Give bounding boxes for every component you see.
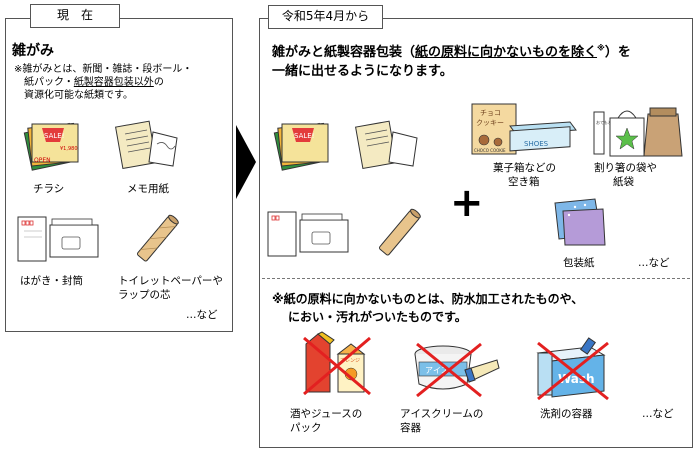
toilet-label-line2: ラップの芯 [118, 289, 171, 301]
right-postcard-illustration [267, 211, 349, 257]
chopsticks-text: おてもと [596, 119, 612, 125]
cross-line-b [303, 336, 371, 396]
unsuitable-note-line2: におい・汚れがついたものです。 [288, 310, 467, 324]
transition-arrow-icon [236, 125, 256, 199]
bag-label-line2: 紙袋 [613, 176, 634, 188]
toilet-core-illustration [137, 214, 179, 262]
note-part-a: 紙パック・ [24, 77, 74, 88]
postcard-illustration [17, 216, 99, 262]
choco-brand: CHOCO COOKIE [474, 148, 506, 153]
current-panel [5, 18, 233, 332]
shoes-text: SHOES [524, 140, 549, 148]
current-tab-label: 現 在 [56, 8, 93, 22]
sale-burst [42, 128, 64, 142]
unsuitable-note-line1: ※紙の原料に向かないものとは、防水加工されたものや、 [272, 292, 584, 306]
detergent-label: 洗剤の容器 [540, 408, 593, 420]
postcard-label: はがき・封筒 [20, 275, 83, 287]
wrapping-paper-illustration [554, 198, 606, 246]
zatsugami-title: 雑がみ [12, 43, 54, 59]
juice-text: オレンジ [340, 358, 360, 364]
flyer-sale-text: SALE! [44, 132, 65, 140]
future-headline-line1: 雑がみと紙製容器包装（紙の原料に向かないものを除く※）を [272, 41, 631, 60]
zatsugami-note-line2: 紙パック・紙製容器包装以外の [24, 76, 164, 89]
ice-text: アイス [425, 366, 449, 375]
juice-label-line1: 酒やジュースの [290, 408, 363, 420]
future-tab: 令和5年4月から [268, 5, 383, 29]
note-part-b-underlined: 紙製容器包装以外 [73, 77, 154, 88]
zatsugami-note-line1: ※雑がみとは、新聞・雑誌・段ボール・ [14, 64, 193, 75]
future-headline-line2: 一緒に出せるようになります。 [272, 64, 453, 79]
wrap-label: 包装紙 [563, 257, 595, 269]
right-etc-2: …など [642, 408, 674, 420]
flyer-stack [23, 122, 79, 171]
memo-label: メモ用紙 [127, 183, 169, 195]
juice-carton-illustration: オレンジ [303, 331, 371, 396]
flyer-label: チラシ [33, 183, 65, 195]
right-toilet-core-illustration [379, 208, 421, 256]
left-etc: …など [186, 309, 218, 321]
ice-cream-container-illustration: アイス [414, 342, 500, 398]
future-tab-label: 令和5年4月から [281, 9, 370, 23]
sweets-label-line2: 空き箱 [508, 176, 540, 188]
paper-bag-illustration: おてもと [593, 107, 683, 157]
choco-text2: クッキー [476, 119, 504, 127]
plus-sign: + [450, 180, 484, 226]
flyer-illustration: SALE! ¥1,980 OPEN [23, 122, 79, 171]
toilet-label-line1: トイレットペーパーや [118, 275, 223, 287]
bag-label-line1: 割り箸の袋や [594, 162, 657, 174]
juice-label-line2: パック [290, 422, 322, 434]
section-divider [262, 278, 690, 279]
right-flyer-illustration: SALE! [273, 122, 329, 171]
flyer-open-text: OPEN [34, 157, 51, 164]
ice-label-line2: 容器 [400, 422, 421, 434]
ice-label-line1: アイスクリームの [400, 408, 484, 420]
headline-part-b-underlined: 紙の原料に向かないものを除く [415, 45, 598, 60]
headline-part-a: 雑がみと紙製容器包装（ [272, 45, 416, 60]
detergent-box-illustration: Wash [536, 337, 609, 401]
zatsugami-note-line3: 資源化可能な紙類です。 [24, 90, 133, 101]
right-flyer-sale-text: SALE! [294, 132, 315, 140]
memo-illustration [115, 120, 178, 170]
right-memo-illustration [355, 120, 418, 170]
headline-part-d: ）を [604, 45, 631, 60]
sweets-label-line1: 菓子箱などの [493, 162, 556, 174]
headline-part-c: ※ [597, 43, 605, 53]
choco-text1: チョコ [480, 109, 501, 117]
sweets-box-illustration: チョコ クッキー CHOCO COOKIE SHOES [471, 103, 577, 155]
right-etc-1: …など [638, 257, 670, 269]
note-part-c: の [153, 77, 164, 88]
current-tab: 現 在 [30, 4, 120, 28]
flyer-price-text: ¥1,980 [60, 146, 78, 152]
